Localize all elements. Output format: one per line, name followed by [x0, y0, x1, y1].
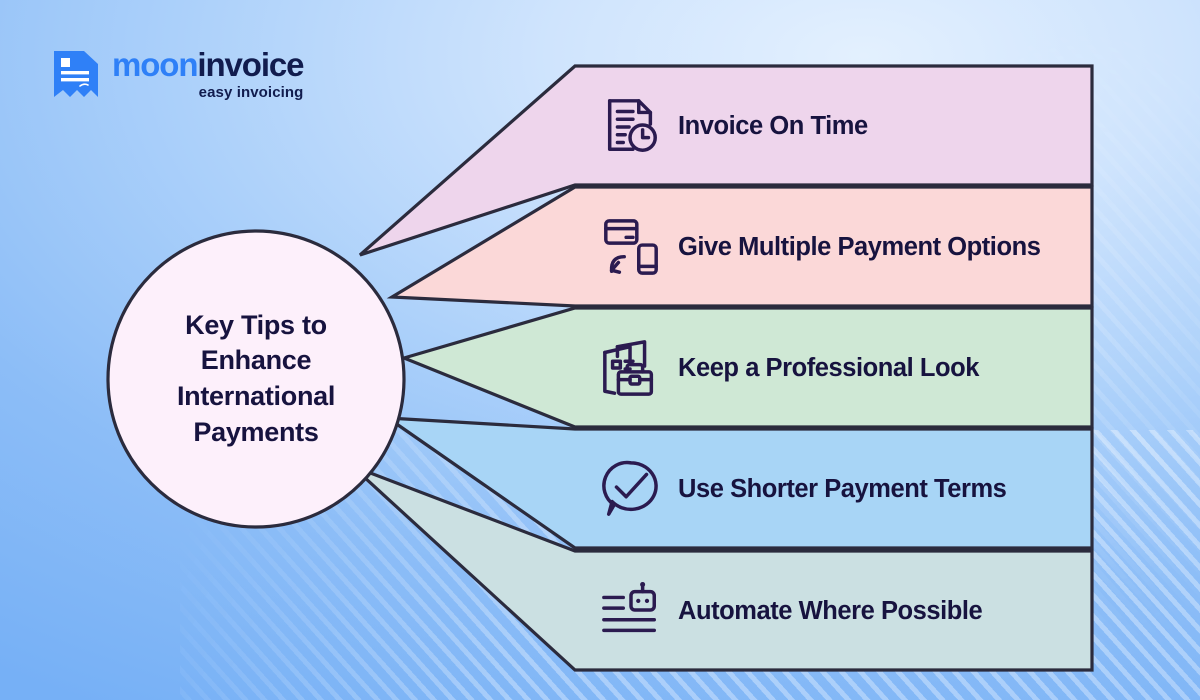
hub-circle[interactable]	[106, 229, 406, 529]
brand-wordmark: mooninvoice easy invoicing	[112, 46, 305, 101]
brand-logo[interactable]: mooninvoice easy invoicing	[50, 46, 305, 101]
wedge-use-shorter-payment-terms[interactable]	[382, 416, 1094, 550]
wedge-invoice-on-time[interactable]	[358, 64, 1094, 257]
wedge-give-multiple-payment-options[interactable]	[386, 185, 1094, 308]
brand-name-part1: moon	[112, 46, 199, 83]
brand-tagline: easy invoicing	[198, 84, 304, 101]
wedge-automate-where-possible[interactable]	[350, 464, 1094, 672]
brand-name-part2: invoice	[197, 46, 304, 83]
wedge-keep-a-professional-look[interactable]	[399, 306, 1094, 429]
invoice-document-icon	[54, 51, 98, 97]
brand-name: mooninvoice	[112, 46, 305, 83]
